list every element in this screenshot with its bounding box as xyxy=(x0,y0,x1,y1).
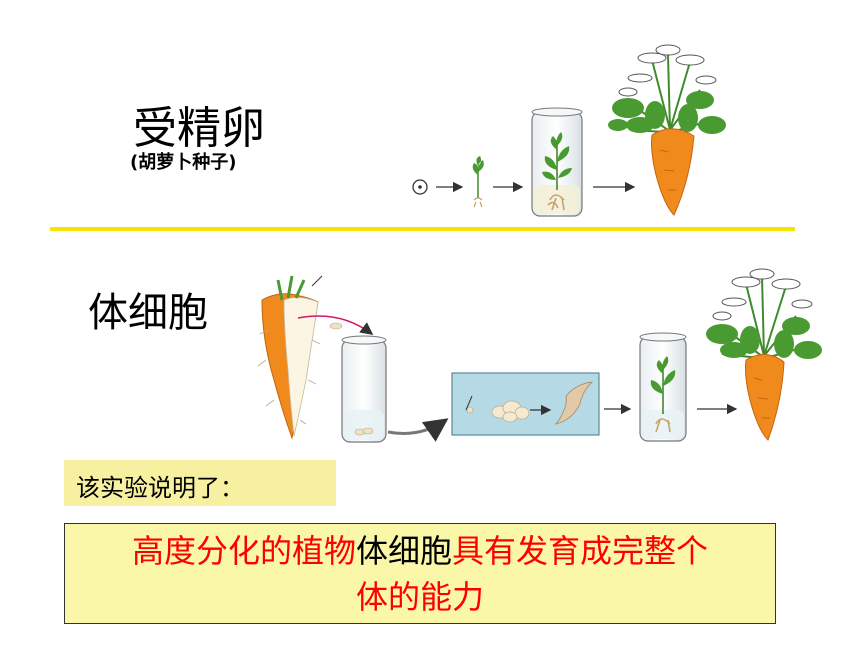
culture-dish-icon xyxy=(451,372,600,436)
test-tube-icon xyxy=(639,332,687,442)
callus-icon xyxy=(491,400,530,423)
zygote-subtitle: (胡萝卜种子) xyxy=(130,152,237,173)
carrot-plant-icon xyxy=(706,268,822,441)
note-box: 该实验说明了： xyxy=(64,460,336,506)
carrot-plant-icon xyxy=(608,44,726,216)
conclusion-box: 高度分化的植物体细胞具有发育成完整个体的能力 xyxy=(64,523,776,624)
somatic-cell-title: 体细胞 xyxy=(88,290,208,336)
divider-line xyxy=(50,227,795,231)
test-tube-icon xyxy=(531,107,583,217)
conclusion-part2: 体细胞 xyxy=(355,532,452,570)
note-text: 该实验说明了： xyxy=(76,474,244,502)
tissue-piece-icon xyxy=(329,322,343,330)
zygote-title: 受精卵 xyxy=(133,103,265,154)
seed-icon xyxy=(412,179,428,195)
arrow-icon xyxy=(387,418,449,442)
seedling-icon xyxy=(472,156,484,208)
conclusion-part1: 高度分化的植物 xyxy=(131,532,356,570)
conclusion-part3: 具有发育成完整个 xyxy=(452,532,709,570)
carrot-root-icon xyxy=(257,275,323,440)
test-tube-icon xyxy=(341,335,387,443)
conclusion-part4: 体的能力 xyxy=(355,578,484,616)
